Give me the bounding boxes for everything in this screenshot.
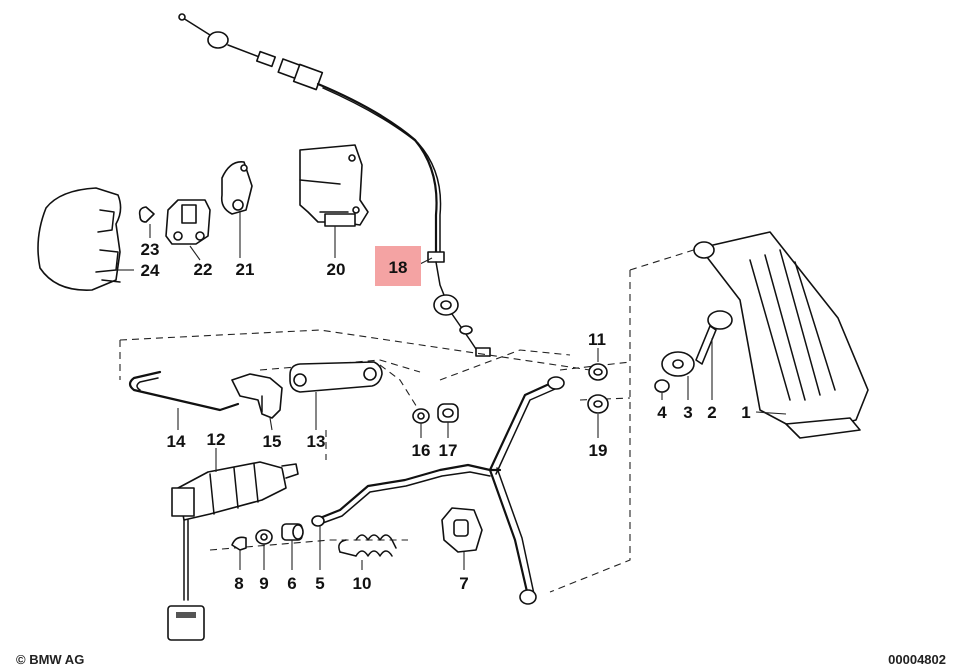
drawing-number: 00004802 [888, 652, 946, 667]
callout-6: 6 [287, 574, 296, 593]
callout-12: 12 [207, 430, 226, 449]
callout-15: 15 [263, 432, 282, 451]
lever-21 [220, 161, 253, 215]
spring-10 [338, 534, 397, 557]
bushing-17 [437, 403, 459, 423]
pad-7 [441, 507, 483, 553]
callout-11: 11 [588, 330, 606, 349]
callout-23: 23 [141, 240, 160, 259]
callout-20: 20 [327, 260, 346, 279]
nut-4 [654, 379, 670, 393]
callout-4: 4 [657, 403, 667, 422]
bushing-6 [281, 523, 304, 541]
clip-15 [231, 373, 283, 419]
callout-7: 7 [459, 574, 468, 593]
callout-13: 13 [307, 432, 326, 451]
bracket-13 [289, 361, 383, 393]
bushing-22 [165, 199, 211, 245]
callout-22: 22 [194, 260, 213, 279]
callout-10: 10 [353, 574, 372, 593]
clip-23 [138, 206, 155, 223]
accelerator-cable [178, 13, 491, 357]
callout-16: 16 [412, 441, 431, 460]
callout-labels: 1 2 3 4 5 6 7 8 9 10 11 12 13 14 15 16 1… [141, 240, 751, 593]
bolt-2 [695, 310, 733, 365]
clip-8 [231, 536, 247, 551]
washer-16 [412, 408, 430, 424]
callout-21: 21 [236, 260, 255, 279]
callout-24: 24 [141, 261, 160, 280]
bracket-20 [299, 144, 369, 227]
callout-17: 17 [439, 441, 458, 460]
callout-3: 3 [683, 403, 692, 422]
callout-14: 14 [167, 432, 186, 451]
callout-19: 19 [589, 441, 608, 460]
accelerator-pedal-1 [693, 231, 869, 439]
callout-5: 5 [315, 574, 324, 593]
callout-9: 9 [259, 574, 268, 593]
callout-2: 2 [707, 403, 716, 422]
throttle-rod [311, 376, 565, 605]
cover-24 [37, 187, 122, 291]
callout-8: 8 [234, 574, 243, 593]
leader-lines [118, 212, 787, 570]
bushing-11 [588, 363, 608, 381]
bushing-19 [587, 394, 609, 414]
rod-14 [128, 370, 240, 412]
callout-1: 1 [741, 403, 750, 422]
switch-12 [167, 461, 299, 641]
copyright-text: © BMW AG [16, 652, 85, 667]
washer-9 [255, 529, 273, 545]
callout-18-highlight [375, 246, 421, 286]
washer-3 [661, 351, 695, 377]
assembly-lines [119, 247, 701, 593]
callout-18: 18 [389, 258, 408, 277]
